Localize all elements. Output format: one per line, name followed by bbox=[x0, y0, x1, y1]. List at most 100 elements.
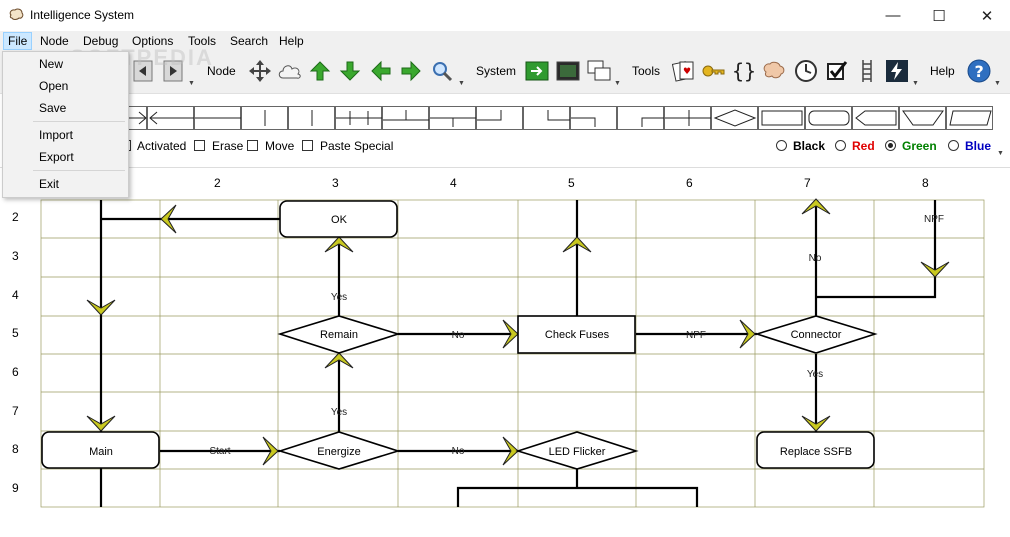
node-replace-ssfb-label[interactable]: Replace SSFB bbox=[780, 446, 852, 458]
dropdown-arrow[interactable]: ▼ bbox=[614, 80, 621, 87]
menu-node[interactable]: Node bbox=[40, 34, 69, 48]
checkbox-icon bbox=[827, 61, 848, 80]
arrow-down-button[interactable] bbox=[337, 58, 363, 84]
run-icon bbox=[525, 61, 549, 81]
node-led-flicker-label[interactable]: LED Flicker bbox=[549, 446, 606, 458]
color-black-radio[interactable] bbox=[776, 140, 787, 151]
menu-item-save[interactable]: Save bbox=[39, 101, 67, 115]
lightning-button[interactable] bbox=[884, 58, 910, 84]
close-button[interactable]: ✕ bbox=[964, 0, 1010, 31]
move-checkbox[interactable] bbox=[247, 140, 258, 151]
shape-rectangle[interactable] bbox=[758, 106, 805, 130]
edge-label-no: No bbox=[452, 330, 465, 341]
node-check-fuses-label[interactable]: Check Fuses bbox=[545, 329, 610, 341]
shape-corner-down-left[interactable] bbox=[570, 106, 617, 130]
menu-help[interactable]: Help bbox=[279, 34, 304, 48]
toolbar-tools-label: Tools bbox=[632, 64, 661, 78]
column-number: 4 bbox=[450, 176, 457, 190]
cards-button[interactable]: ♥ bbox=[671, 58, 697, 84]
clock-button[interactable] bbox=[793, 58, 819, 84]
minimize-button[interactable]: — bbox=[870, 0, 916, 31]
minimize-icon: — bbox=[885, 7, 901, 24]
menu-search[interactable]: Search bbox=[230, 34, 269, 48]
erase-label: Erase bbox=[212, 139, 244, 153]
key-button[interactable] bbox=[701, 58, 727, 84]
dropdown-arrow[interactable]: ▼ bbox=[458, 80, 465, 87]
menu-item-import[interactable]: Import bbox=[39, 128, 74, 142]
menu-item-exit[interactable]: Exit bbox=[39, 177, 60, 191]
shape-vertical-stub-icon bbox=[311, 110, 313, 126]
arrow-up-button[interactable] bbox=[307, 58, 333, 84]
arrow-right-button[interactable] bbox=[398, 58, 424, 84]
toolbar-node-label: Node bbox=[207, 64, 236, 78]
diagram-canvas[interactable]: 2 3 4 5 6 7 8 2 3 4 5 6 7 8 9 bbox=[0, 167, 1010, 537]
ladder-button[interactable] bbox=[854, 58, 880, 84]
nav-left-button[interactable] bbox=[130, 58, 156, 84]
file-dropdown-menu: New Open Save Import Export Exit bbox=[2, 51, 129, 198]
shape-corner-up-right[interactable] bbox=[523, 106, 570, 130]
shape-corner-down-left-icon bbox=[571, 117, 596, 127]
color-green-label: Green bbox=[902, 139, 937, 153]
menu-file[interactable]: File bbox=[3, 32, 33, 50]
window-title: Intelligence System bbox=[30, 8, 135, 22]
menu-item-export[interactable]: Export bbox=[39, 150, 74, 164]
paste-special-checkbox[interactable] bbox=[302, 140, 313, 151]
cloud-button[interactable] bbox=[277, 58, 303, 84]
color-blue-radio[interactable] bbox=[948, 140, 959, 151]
windows-button[interactable] bbox=[586, 58, 612, 84]
menu-options[interactable]: Options bbox=[132, 34, 174, 48]
shape-horizontal-line[interactable] bbox=[194, 106, 241, 130]
shape-diamond[interactable] bbox=[711, 106, 758, 130]
column-number: 3 bbox=[332, 176, 339, 190]
magnifier-icon bbox=[433, 62, 453, 82]
toolbar-system-label: System bbox=[476, 64, 517, 78]
edge-label-npf: NPF bbox=[686, 330, 706, 341]
color-green-radio[interactable] bbox=[885, 140, 896, 151]
color-black-label: Black bbox=[793, 139, 826, 153]
search-button[interactable] bbox=[429, 58, 455, 84]
connector-lines bbox=[99, 200, 937, 507]
menu-tools[interactable]: Tools bbox=[188, 34, 217, 48]
node-energize-label[interactable]: Energize bbox=[317, 446, 360, 458]
nav-right-button[interactable] bbox=[160, 58, 186, 84]
lightning-icon bbox=[886, 60, 908, 82]
node-main-label[interactable]: Main bbox=[89, 446, 113, 458]
checkbox-button[interactable] bbox=[824, 58, 850, 84]
node-ok-label[interactable]: OK bbox=[331, 214, 348, 226]
menu-debug[interactable]: Debug bbox=[83, 34, 119, 48]
menu-bar: File Node Debug Options Tools Search Hel… bbox=[0, 31, 1010, 51]
shape-arrow-left[interactable] bbox=[147, 106, 194, 130]
dropdown-arrow[interactable]: ▼ bbox=[994, 80, 1001, 87]
shape-rounded-rectangle[interactable] bbox=[805, 106, 852, 130]
shape-corner-up-left[interactable] bbox=[476, 106, 523, 130]
shape-parallelogram[interactable] bbox=[946, 106, 993, 130]
maximize-icon: ☐ bbox=[932, 7, 946, 25]
erase-checkbox[interactable] bbox=[194, 140, 205, 151]
help-button[interactable]: ? bbox=[966, 58, 992, 84]
menu-item-new[interactable]: New bbox=[39, 57, 64, 71]
arrow-left-button[interactable] bbox=[368, 58, 394, 84]
run-button[interactable] bbox=[524, 58, 550, 84]
dropdown-arrow[interactable]: ▼ bbox=[188, 80, 195, 87]
shape-corner-down-right[interactable] bbox=[617, 106, 664, 130]
node-connector-label[interactable]: Connector bbox=[791, 329, 842, 341]
menu-item-open[interactable]: Open bbox=[39, 79, 69, 93]
move-button[interactable] bbox=[247, 58, 273, 84]
node-remain-label[interactable]: Remain bbox=[320, 329, 358, 341]
shape-hexagon[interactable] bbox=[852, 106, 899, 130]
dropdown-arrow[interactable]: ▼ bbox=[912, 80, 919, 87]
shape-tee-up[interactable] bbox=[382, 106, 429, 130]
shape-vertical-stub[interactable] bbox=[288, 106, 335, 130]
shape-trapezoid[interactable] bbox=[899, 106, 946, 130]
color-red-radio[interactable] bbox=[835, 140, 846, 151]
menu-separator bbox=[33, 170, 125, 171]
dropdown-arrow[interactable]: ▼ bbox=[997, 150, 1004, 157]
maximize-button[interactable]: ☐ bbox=[916, 0, 962, 31]
braces-button[interactable]: {} bbox=[731, 58, 757, 84]
shape-cross-line[interactable] bbox=[335, 106, 382, 130]
terminal-button[interactable] bbox=[555, 58, 581, 84]
shape-tee-down[interactable] bbox=[429, 106, 476, 130]
brain-button[interactable] bbox=[761, 58, 787, 84]
shape-cross[interactable] bbox=[664, 106, 711, 130]
shape-vertical-line[interactable] bbox=[241, 106, 288, 130]
